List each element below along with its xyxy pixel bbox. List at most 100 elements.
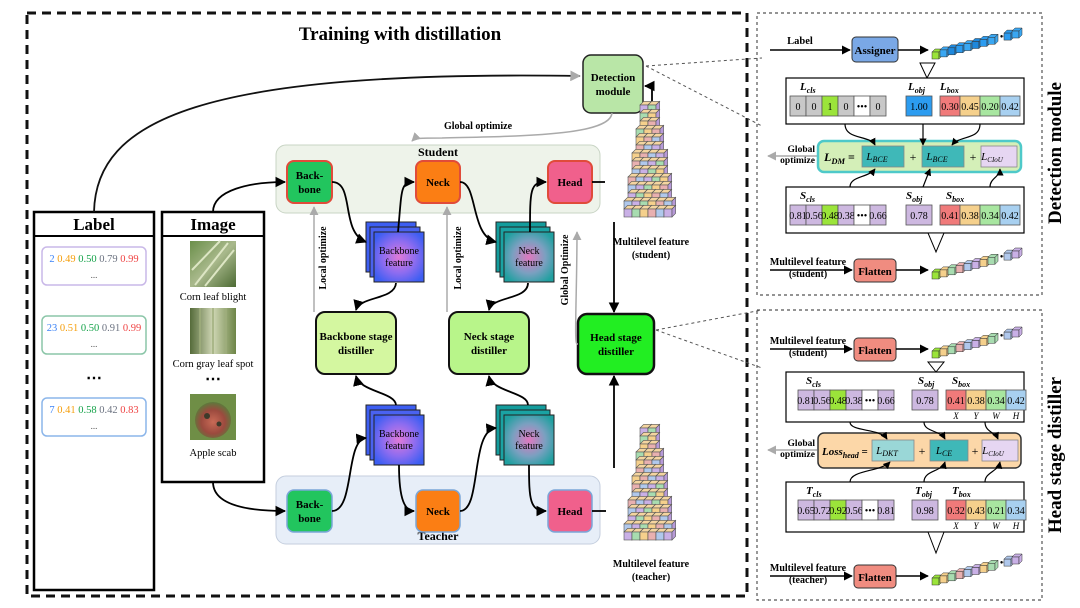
term-ciou-sub: CIoU: [987, 156, 1004, 164]
xywh-label: W: [992, 521, 1001, 531]
optimize-arrows: [309, 112, 613, 345]
l-callout: [919, 62, 936, 80]
student-head-label: Head: [557, 177, 582, 189]
hp-s-cls-cells: 0.810.560.480.38•••0.66: [797, 389, 895, 411]
t-cls-sub: cls: [813, 490, 822, 499]
cell-value: 0.42: [1001, 102, 1019, 113]
loss-head-eq: =: [859, 446, 868, 458]
term-bce-1-sub: BCE: [873, 155, 888, 164]
cell-value: 0.81: [789, 211, 807, 222]
term-bce-2-base: L: [925, 151, 932, 163]
label-value: 7: [49, 405, 54, 416]
svg-text:Sobj: Sobj: [918, 375, 935, 389]
l-box-sub: box: [947, 86, 959, 95]
label-value: 0.51: [57, 323, 78, 334]
dp-s-obj-sub: obj: [912, 195, 923, 204]
term-ce-sub: CE: [942, 449, 952, 458]
svg-text:LBCE: LBCE: [865, 151, 887, 164]
cell-value: 0.78: [910, 211, 928, 222]
dp-s-cls-sub: cls: [806, 195, 815, 204]
label-card-2-ellipsis: ...: [91, 339, 98, 349]
sbf-l1: Backbone: [379, 246, 420, 257]
head-panel: [756, 309, 1043, 601]
t-box-sub: box: [959, 490, 971, 499]
l-obj: L: [907, 81, 915, 93]
teacher-backbone: Back-bone: [286, 489, 333, 533]
assigner-vector: •••: [931, 27, 1023, 60]
svg-text:Scls: Scls: [806, 375, 821, 389]
loss-head-label: Loss: [821, 446, 843, 458]
term-ciou-base: L: [980, 151, 987, 163]
hp-flatten-top: Flatten: [853, 337, 897, 362]
caption-1: Corn leaf blight: [180, 292, 247, 303]
assigner-block: Assigner: [851, 36, 899, 63]
term-bce-1: [861, 145, 905, 168]
cell-value: 0: [844, 102, 849, 113]
hsd-l1: Head stage: [590, 332, 642, 344]
svg-text:Lobj: Lobj: [907, 81, 926, 95]
cell-value: 0.81: [797, 396, 815, 407]
bsd-l1: Backbone stage: [319, 331, 392, 343]
t-obj-sub: obj: [922, 490, 933, 499]
ldm-label: L: [823, 150, 831, 164]
hp-s-obj-cell: 0.78: [911, 389, 939, 411]
cell-value: 0.92: [829, 506, 847, 517]
student-backbone: Back-bone: [286, 160, 333, 204]
hp-mlf-s-l1: Multilevel feature: [770, 336, 847, 347]
dp-s-obj: S: [906, 190, 912, 202]
mlf-teacher-l2: (teacher): [632, 572, 670, 583]
teacher-neck-label: Neck: [426, 506, 451, 518]
hp-plus-2: +: [972, 444, 979, 458]
svg-text:Multilevel feature(student): Multilevel feature(student): [770, 336, 847, 359]
svg-text:Multilevel feature(student): Multilevel feature(student): [770, 257, 847, 280]
loss-head-row: [817, 432, 1022, 469]
l-obj-cell: 1.00: [905, 95, 933, 117]
leaf-image-2: [190, 308, 236, 354]
hp-flatten-bottom: Flatten: [853, 564, 897, 589]
hp-student-vector: •••: [931, 326, 1023, 359]
svg-text:Multilevel feature(teacher): Multilevel feature(teacher): [613, 559, 690, 583]
tnf-l1: Neck: [518, 429, 539, 440]
cell-value: 0.56: [845, 506, 863, 517]
dp-mlf-l2: (student): [789, 269, 827, 280]
cell-value: 0.78: [916, 396, 934, 407]
l-cls-sub: cls: [807, 86, 816, 95]
svg-text:LCIoU: LCIoU: [981, 445, 1005, 458]
ldm-sub: DM: [830, 156, 845, 166]
term-bce-2-sub: BCE: [933, 155, 948, 164]
xywh-label: H: [1012, 521, 1020, 531]
hp-mlf-t-l2: (teacher): [789, 575, 827, 586]
term-bce-2: [921, 145, 965, 168]
term-dkt-base: L: [875, 445, 882, 457]
hp-global-l2: optimize: [780, 450, 815, 460]
cell-value: 0.56: [805, 211, 823, 222]
cell-value: 0.41: [941, 211, 959, 222]
dp-s-obj-cell: 0.78: [905, 204, 933, 226]
term-dkt-sub: DKT: [881, 449, 898, 458]
cell-value: 0.38: [967, 396, 985, 407]
cell-value: 0.98: [916, 506, 934, 517]
term-dkt: [871, 439, 915, 462]
hp-global-l1: Global: [788, 439, 816, 449]
teacher-backbone-l2: bone: [298, 513, 321, 525]
cell-value: 0.20: [981, 102, 999, 113]
hp-t-cls-cells: 0.650.720.920.56•••0.81: [797, 499, 895, 521]
nsd-l1: Neck stage: [464, 331, 515, 343]
dp-s-box-sub: box: [952, 195, 964, 204]
term-ce: [929, 439, 969, 462]
local-optimize-1: Local optimize: [318, 226, 329, 290]
cell-value: 0.48: [829, 396, 847, 407]
cell-value: 1: [828, 102, 833, 113]
dp-term-arrows: [844, 123, 1004, 188]
